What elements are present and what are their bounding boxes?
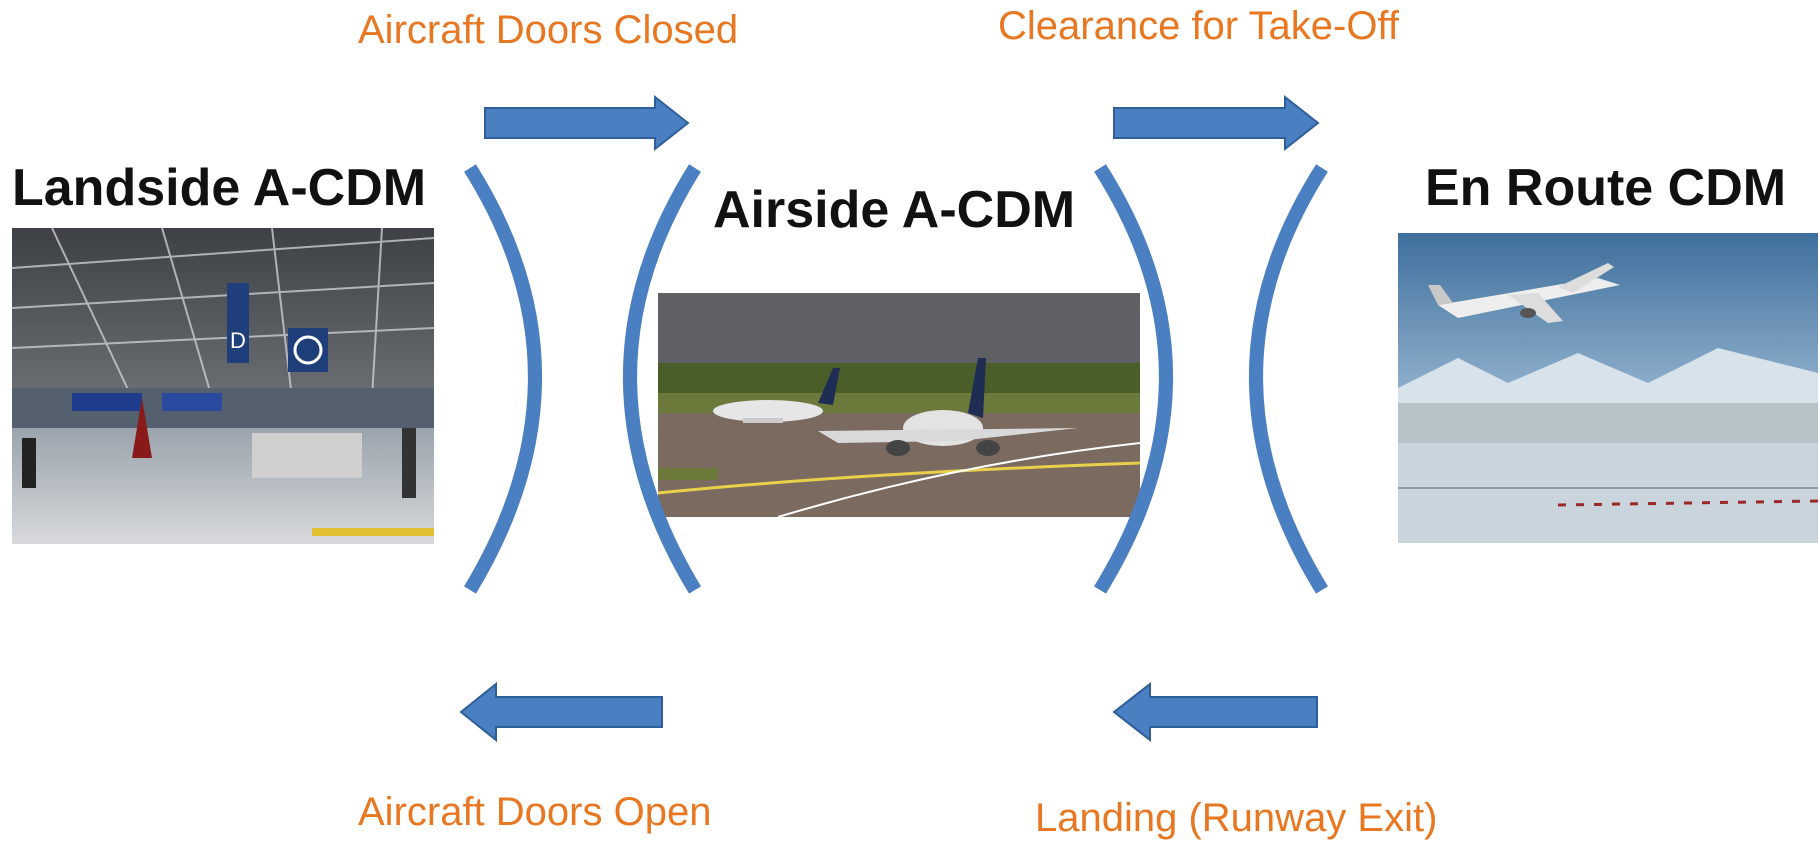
label-aircraft-doors-closed: Aircraft Doors Closed	[358, 8, 739, 52]
arrow-left-landing	[1112, 681, 1318, 743]
svg-text:D: D	[230, 328, 246, 353]
label-landing-runway-exit: Landing (Runway Exit)	[1035, 796, 1438, 840]
arrow-left-doors-open	[459, 681, 663, 743]
arc-airside-left	[623, 164, 701, 594]
landside-terminal-photo: D	[12, 228, 434, 544]
heading-landside-a-cdm: Landside A-CDM	[12, 159, 427, 217]
heading-en-route-cdm: En Route CDM	[1425, 159, 1787, 217]
label-aircraft-doors-open: Aircraft Doors Open	[358, 790, 712, 834]
arc-airside-right	[1094, 164, 1173, 594]
heading-airside-a-cdm: Airside A-CDM	[713, 181, 1076, 239]
label-clearance-for-take-off: Clearance for Take-Off	[998, 4, 1399, 48]
arc-landside-right	[464, 164, 542, 594]
arc-enroute-left	[1249, 164, 1328, 594]
arrow-right-doors-closed	[484, 94, 690, 152]
airside-aircraft-photo	[658, 293, 1140, 517]
arrow-right-take-off	[1113, 94, 1320, 152]
enroute-departure-photo	[1398, 233, 1818, 543]
